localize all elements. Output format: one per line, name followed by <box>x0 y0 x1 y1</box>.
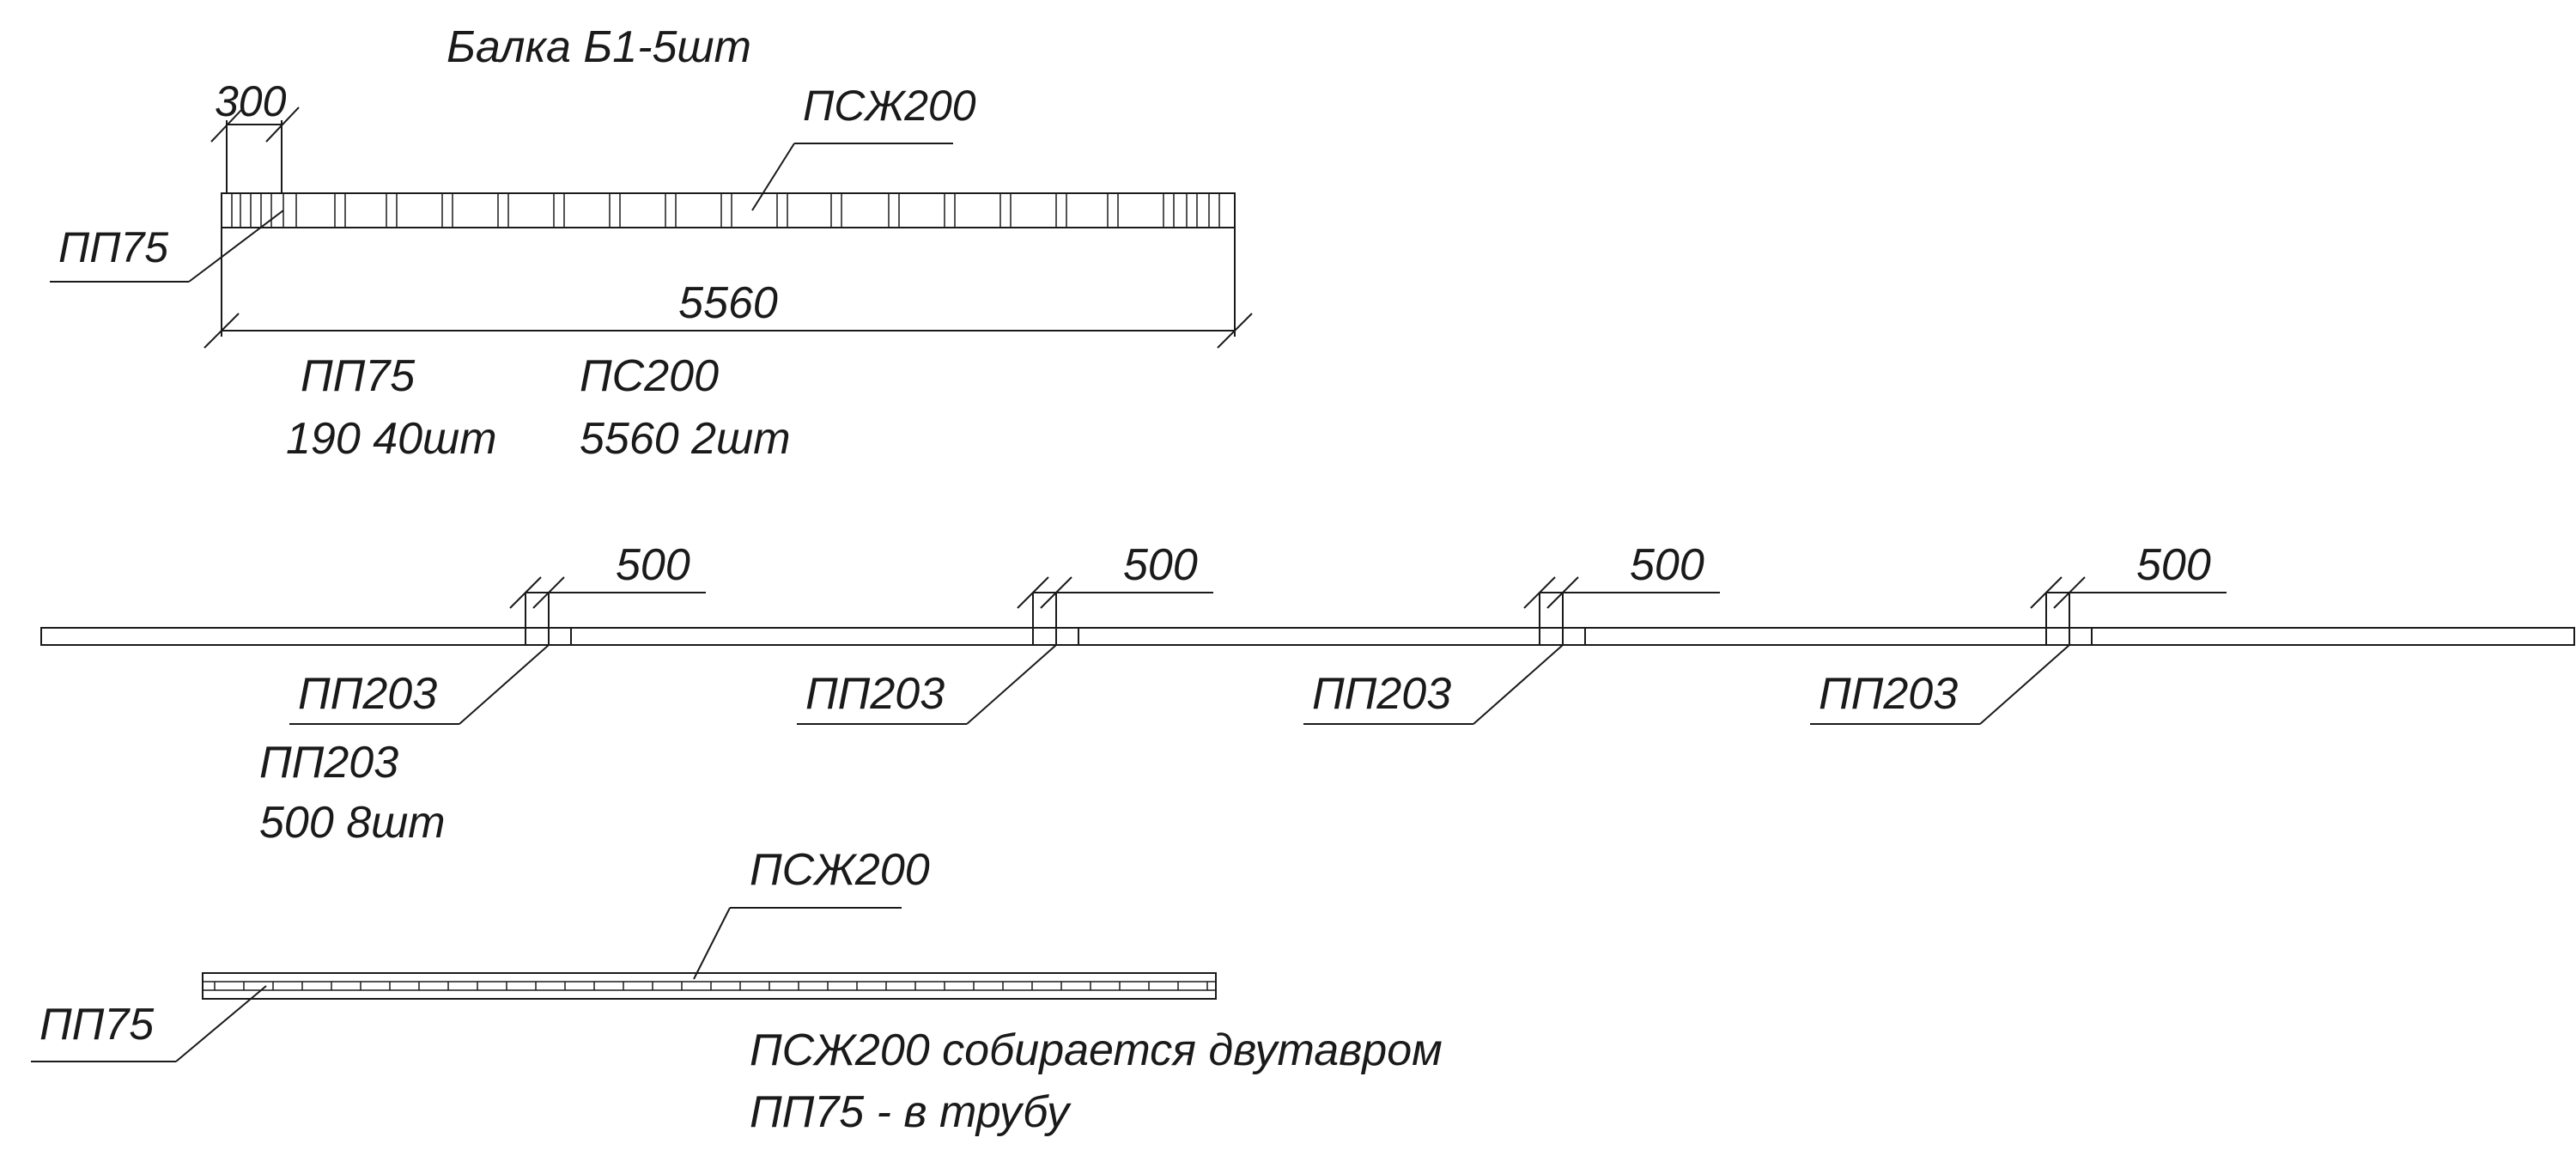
dim-500-label: 500 <box>2136 540 2211 590</box>
pp203-label: ПП203 <box>1312 669 1451 719</box>
dim-5560: 5560 <box>204 228 1253 349</box>
dim-tick <box>1040 576 1072 609</box>
drawing-title: Балка Б1-5шт <box>447 22 751 72</box>
leader-line <box>459 644 550 725</box>
spec-middle: ПП203 500 8шт <box>259 738 446 848</box>
leader-pp75-bottom: ПП75 <box>31 985 267 1062</box>
bottom-beam-outline <box>202 972 1217 1000</box>
top-beam <box>221 192 1236 228</box>
leader-psg200-top-label: ПСЖ200 <box>803 82 976 130</box>
dim-5560-label: 5560 <box>678 278 778 328</box>
dim-300-label: 300 <box>215 77 287 125</box>
pp203-label: ПП203 <box>805 669 945 719</box>
leader-psg200-bottom-label: ПСЖ200 <box>750 845 930 895</box>
leader-pp75-top: ПП75 <box>50 210 284 283</box>
dim-tick <box>509 576 542 609</box>
spec-pp75-qty: 190 40шт <box>286 414 497 464</box>
spec-ps200-name: ПС200 <box>580 351 719 401</box>
dim-tick <box>2030 576 2063 609</box>
leader-line <box>1979 644 2070 725</box>
dim-300: 300 <box>210 77 300 193</box>
leader-psg200-top: ПСЖ200 <box>751 82 976 211</box>
bottom-beam-gussets <box>214 982 1208 990</box>
middle-beam <box>40 627 2575 646</box>
spec-pp203-name: ПП203 <box>259 738 398 788</box>
dim-tick <box>1523 576 1556 609</box>
leader-psg200-bottom: ПСЖ200 <box>693 845 930 980</box>
top-beam-outline <box>221 192 1236 228</box>
dim-tick <box>1017 576 1049 609</box>
notes: ПСЖ200 собирается двутавром ПП75 - в тру… <box>750 1025 1443 1137</box>
pp203-label: ПП203 <box>1819 669 1958 719</box>
top-beam-gussets <box>231 193 1220 228</box>
leader-line <box>1473 644 1564 725</box>
spec-pp75-name: ПП75 <box>301 351 416 401</box>
dim-500-label: 500 <box>616 540 690 590</box>
note-1: ПСЖ200 собирается двутавром <box>750 1025 1443 1075</box>
spec-pp203-qty: 500 8шт <box>259 798 446 848</box>
note-2: ПП75 - в трубу <box>750 1087 1072 1137</box>
dim-tick <box>2053 576 2086 609</box>
dim-500-label: 500 <box>1123 540 1198 590</box>
bottom-beam <box>202 972 1217 1000</box>
middle-beam-outline <box>40 627 2575 646</box>
dim-tick <box>532 576 565 609</box>
dim-tick <box>1546 576 1579 609</box>
leader-pp75-top-label: ПП75 <box>58 223 168 271</box>
pp203-label: ПП203 <box>298 669 437 719</box>
leader-line <box>966 644 1057 725</box>
leader-pp75-bottom-label: ПП75 <box>39 1000 155 1049</box>
spec-top: ПП75 190 40шт ПС200 5560 2шт <box>286 351 791 464</box>
spec-ps200-qty: 5560 2шт <box>580 414 791 464</box>
dim-500-label: 500 <box>1630 540 1704 590</box>
